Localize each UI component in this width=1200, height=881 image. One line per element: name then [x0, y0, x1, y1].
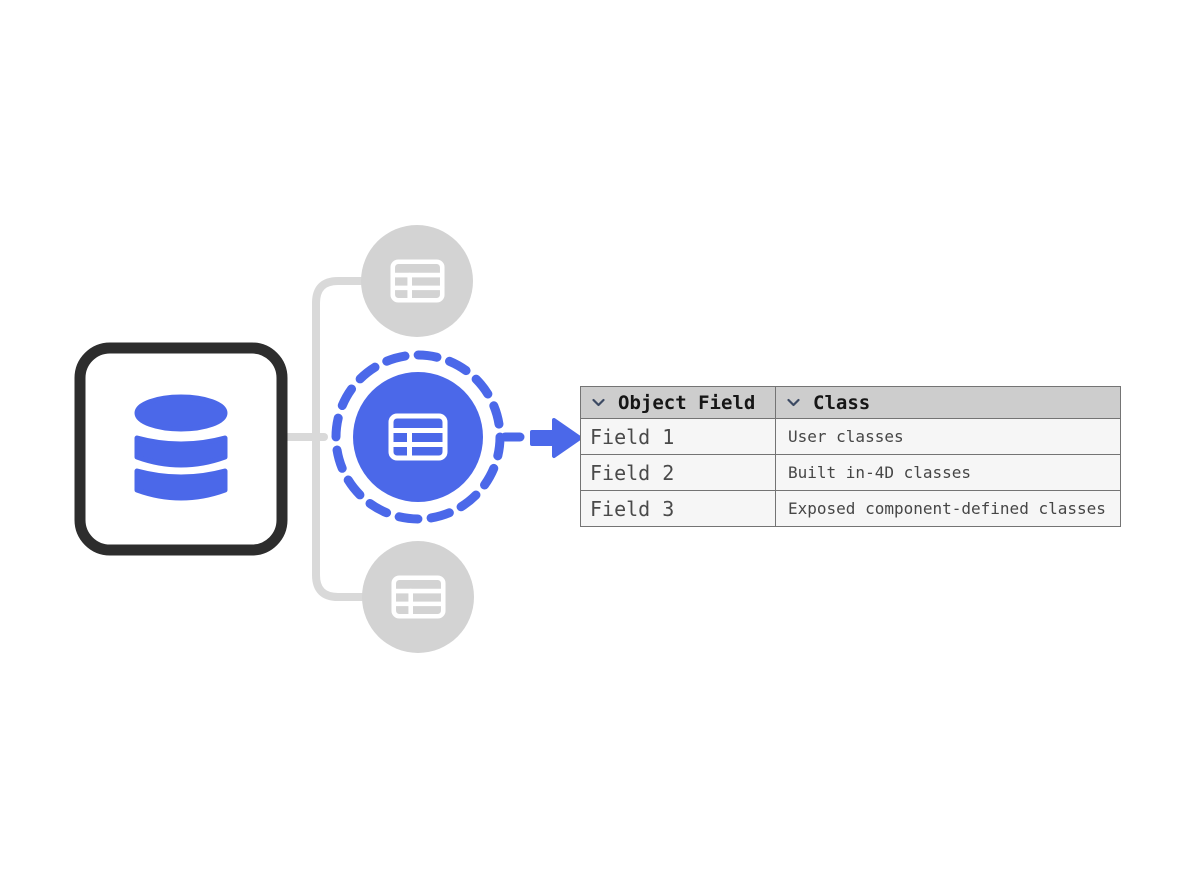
connector-lines — [278, 277, 366, 601]
node-circle — [353, 372, 483, 502]
class-cell: Exposed component-defined classes — [775, 490, 1121, 527]
table-node-top — [361, 225, 473, 337]
class-cell: User classes — [775, 418, 1121, 455]
database-icon — [134, 394, 228, 501]
field-value: Field 2 — [590, 460, 675, 485]
column-header-class[interactable]: Class — [775, 386, 1121, 419]
field-cell: Field 3 — [580, 490, 776, 527]
class-value: User classes — [788, 427, 904, 446]
column-label: Object Field — [618, 391, 756, 414]
connector-trunk — [312, 277, 366, 601]
database-node — [74, 342, 288, 556]
table-node-bottom — [362, 541, 474, 653]
header-row: Object Field Class — [580, 386, 1121, 419]
node-circle — [362, 541, 474, 653]
selection-dashed-ring — [331, 350, 505, 524]
node-circle — [361, 225, 473, 337]
class-value: Built in-4D classes — [788, 463, 972, 482]
field-value: Field 3 — [590, 496, 675, 521]
object-fields-table: Object Field Class Field 1 User classes — [580, 386, 1121, 527]
column-label: Class — [813, 391, 871, 414]
table-node-selected — [331, 350, 525, 524]
class-value: Exposed component-defined classes — [788, 499, 1106, 518]
table-row: Field 2 Built in-4D classes — [580, 454, 1121, 491]
column-header-object-field[interactable]: Object Field — [580, 386, 776, 419]
table-row: Field 3 Exposed component-defined classe… — [580, 490, 1121, 527]
chevron-down-icon — [592, 398, 605, 407]
field-cell: Field 2 — [580, 454, 776, 491]
field-cell: Field 1 — [580, 418, 776, 455]
class-cell: Built in-4D classes — [775, 454, 1121, 491]
table-row: Field 1 User classes — [580, 418, 1121, 455]
arrow-right-icon — [530, 418, 582, 458]
field-value: Field 1 — [590, 424, 675, 449]
chevron-down-icon — [787, 398, 800, 407]
